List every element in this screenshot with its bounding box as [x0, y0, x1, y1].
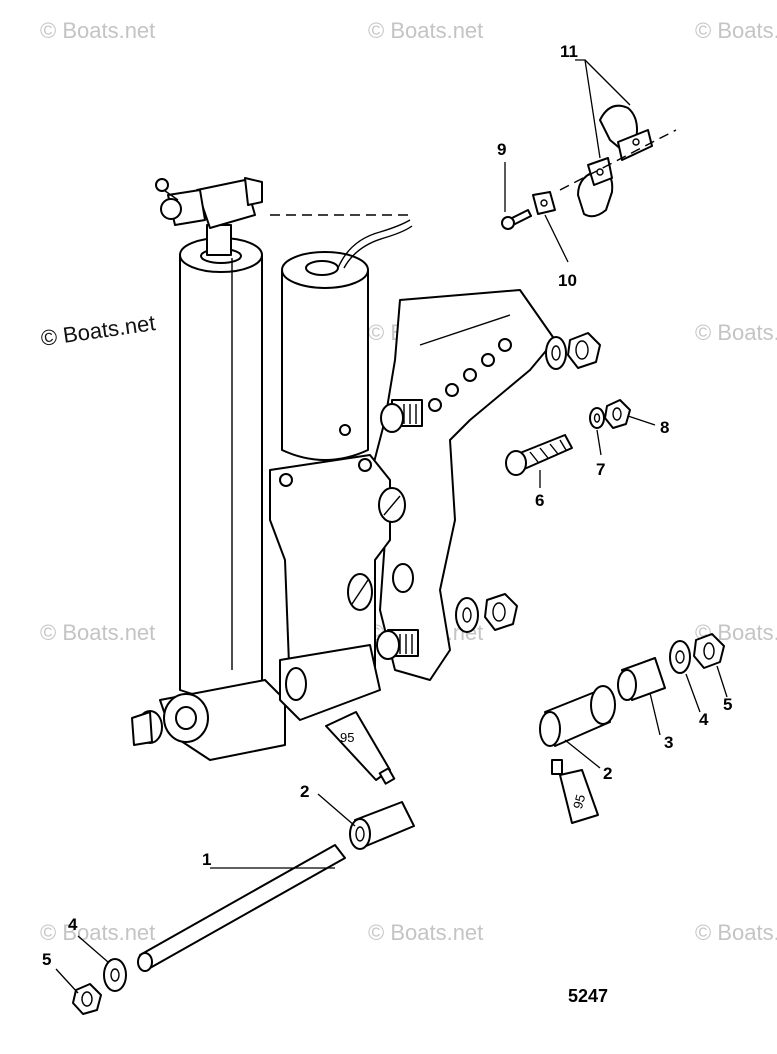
callout-6: 6	[535, 491, 544, 510]
callout-11: 11	[560, 42, 578, 61]
lube-tube-right-label: 95	[570, 793, 588, 811]
callout-4-right: 4	[699, 710, 709, 729]
part-4-washer-right	[669, 640, 691, 674]
part-5-nut-right	[693, 633, 725, 669]
part-7-washer	[589, 407, 605, 429]
watermark-main: © Boats.net	[39, 310, 157, 351]
part-5-nut-left	[72, 983, 102, 1015]
callout-9: 9	[497, 140, 506, 159]
callout-10: 10	[558, 271, 577, 290]
part-8-nut	[604, 399, 631, 429]
bracket-washer-nut-lower	[455, 593, 518, 633]
callout-2-left: 2	[300, 782, 309, 801]
part-2-bushing-right	[539, 685, 616, 747]
callout-3: 3	[664, 733, 673, 752]
upper-mounting-bolt	[380, 399, 423, 433]
watermark-top-center: © Boats.net	[368, 18, 483, 43]
callout-4-left: 4	[68, 915, 78, 934]
watermark-top-left: © Boats.net	[40, 18, 155, 43]
transom-bracket	[270, 214, 556, 681]
callout-7: 7	[596, 460, 605, 479]
watermark-top-right: © Boats.net	[695, 18, 777, 43]
part-3-spacer	[617, 657, 666, 701]
part-6-bolt	[505, 434, 573, 476]
leader-lines	[55, 59, 728, 994]
part-4-washer-left	[103, 958, 127, 992]
part-11-clamps	[559, 104, 677, 218]
watermark-bottom-right: © Boats.net	[695, 920, 777, 945]
part-2-bushing-left	[349, 801, 415, 850]
callout-8: 8	[660, 418, 669, 437]
lower-mounting-bolt	[376, 629, 419, 660]
watermark-bottom-center: © Boats.net	[368, 920, 483, 945]
lube-tube-center: 95	[325, 711, 396, 785]
callout-5-right: 5	[723, 695, 732, 714]
callout-2-right: 2	[603, 764, 612, 783]
trim-motor	[269, 219, 413, 691]
bracket-washer-nut-upper	[545, 332, 601, 370]
callout-labels: 11 9 10 8 7 6 5 4 3 2 2 1 4 5 5247	[42, 42, 732, 1006]
part-9-screw	[501, 209, 532, 230]
watermark-mid-right: © Boats.net	[695, 320, 777, 345]
part-10-plate	[532, 191, 556, 215]
watermark-lower-left: © Boats.net	[40, 620, 155, 645]
trim-cylinder	[131, 177, 381, 761]
part-1-shaft	[137, 844, 346, 972]
lube-tube-center-label: 95	[340, 730, 354, 745]
watermark-bottom-left: © Boats.net	[40, 920, 155, 945]
figure-number: 5247	[568, 986, 608, 1006]
callout-5-left: 5	[42, 950, 51, 969]
callout-1: 1	[202, 850, 211, 869]
lube-tube-right: 95	[551, 759, 599, 824]
